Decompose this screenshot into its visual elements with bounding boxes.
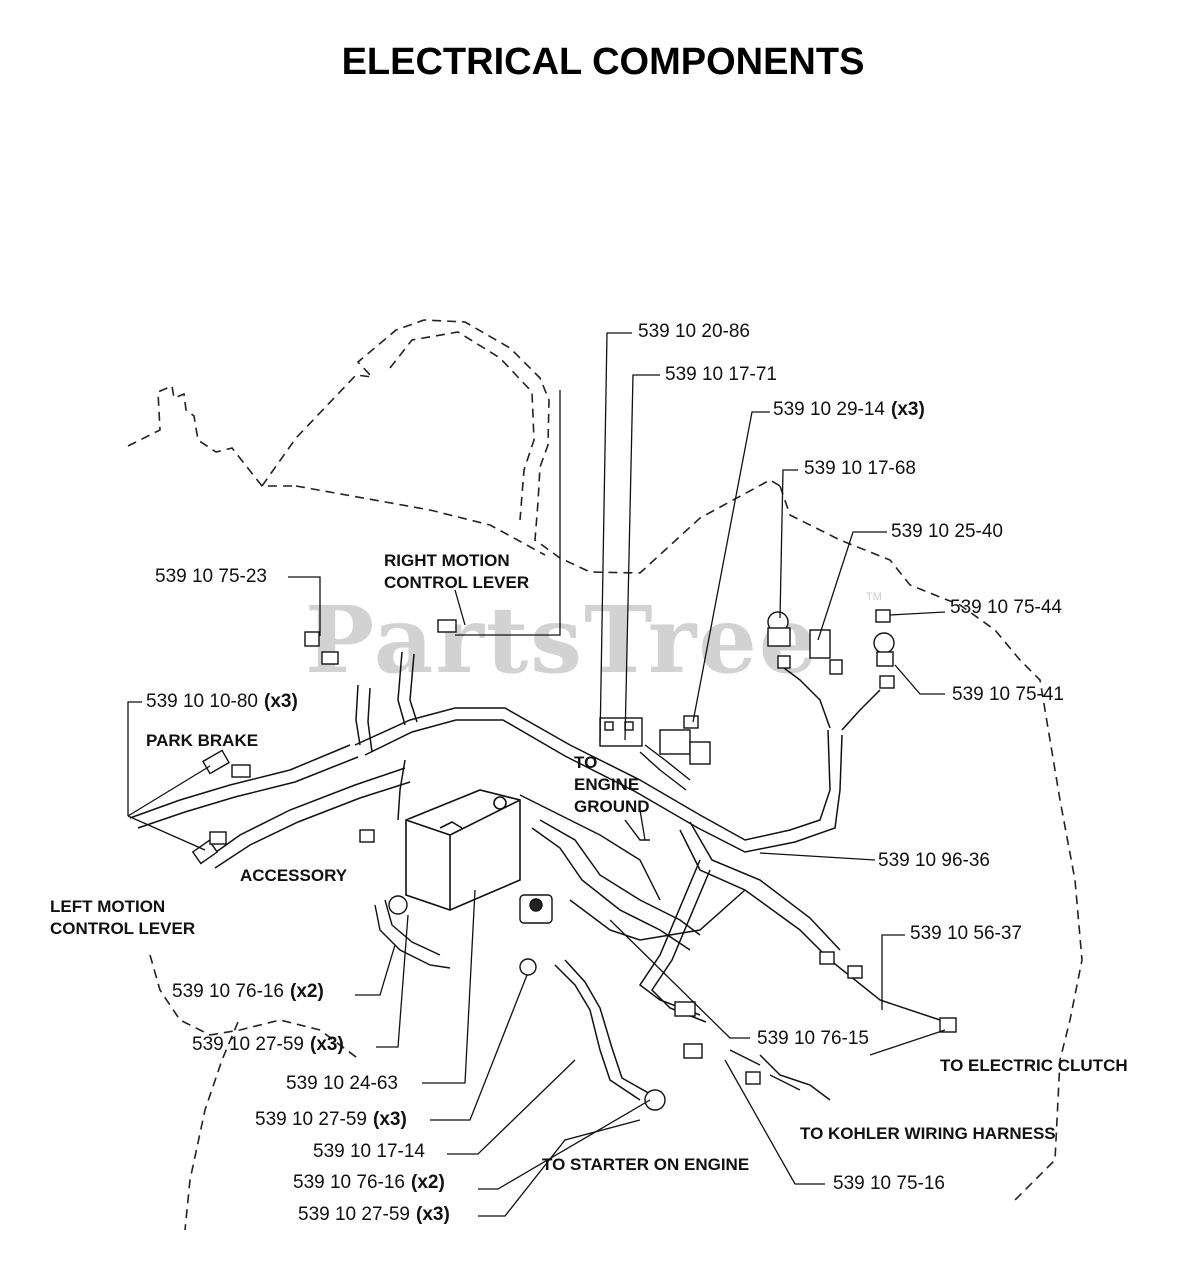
callout-c16: 539 10 24-63 [286, 1073, 398, 1094]
label-starter: TO STARTER ON ENGINE [542, 1155, 749, 1174]
leader-lines [127, 332, 946, 1217]
starter-solenoid [519, 894, 553, 924]
callout-c4: 539 10 17-68 [804, 458, 916, 479]
label-accessory: ACCESSORY [240, 866, 348, 885]
callout-c18: 539 10 17-14 [313, 1141, 425, 1162]
callout-c20: 539 10 27-59(x3) [298, 1204, 450, 1225]
label-park-brake: PARK BRAKE [146, 731, 258, 750]
callout-c15: 539 10 27-59(x3) [192, 1034, 344, 1055]
battery-cables [374, 794, 666, 1111]
label-right-motion-1: RIGHT MOTION [384, 551, 510, 570]
callout-c2: 539 10 17-71 [665, 364, 777, 385]
callout-c5: 539 10 25-40 [891, 521, 1003, 542]
label-electric-clutch: TO ELECTRIC CLUTCH [940, 1056, 1128, 1075]
callout-c8: 539 10 75-23 [155, 566, 267, 587]
callout-c6: 539 10 75-44 [950, 597, 1062, 618]
page-title: ELECTRICAL COMPONENTS [342, 41, 865, 83]
battery [405, 789, 521, 911]
callout-c19: 539 10 76-16(x2) [293, 1172, 445, 1193]
label-kohler-harness: TO KOHLER WIRING HARNESS [800, 1124, 1056, 1143]
label-engine-ground-1: TO [574, 753, 597, 772]
label-engine-ground-2: ENGINE [574, 775, 639, 794]
wiring-harness [129, 651, 941, 1101]
relay-block [599, 715, 711, 791]
label-left-motion-2: CONTROL LEVER [50, 919, 195, 938]
ignition-switch [767, 609, 895, 689]
label-engine-ground-3: GROUND [574, 797, 650, 816]
interlock-switches [191, 619, 957, 1085]
part-callouts: 539 10 20-86 539 10 17-71 539 10 29-14(x… [146, 321, 1064, 1225]
label-left-motion-1: LEFT MOTION [50, 897, 165, 916]
mower-outline [127, 319, 1083, 1231]
callout-c9: 539 10 10-80(x3) [146, 691, 298, 712]
callout-c11: 539 10 56-37 [910, 923, 1022, 944]
watermark-trademark: TM [866, 591, 882, 603]
callout-c10: 539 10 96-36 [878, 850, 990, 871]
callout-c13: 539 10 75-16 [833, 1173, 945, 1194]
watermark-logo: PartsTree [305, 586, 819, 694]
label-right-motion-2: CONTROL LEVER [384, 573, 529, 592]
callout-c12: 539 10 76-15 [757, 1028, 869, 1049]
callout-c14: 539 10 76-16(x2) [172, 981, 324, 1002]
callout-c3: 539 10 29-14(x3) [773, 399, 925, 420]
component-labels: RIGHT MOTION CONTROL LEVER PARK BRAKE LE… [50, 551, 1128, 1174]
callout-c1: 539 10 20-86 [638, 321, 750, 342]
callout-c7: 539 10 75-41 [952, 684, 1064, 705]
callout-c17: 539 10 27-59(x3) [255, 1109, 407, 1130]
